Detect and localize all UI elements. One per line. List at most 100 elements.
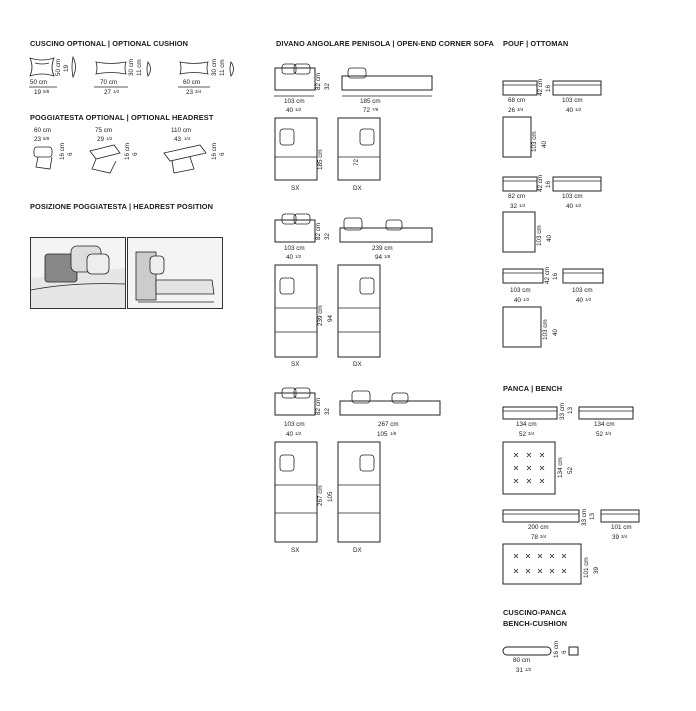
headrest-3-height: 16 cm	[211, 142, 218, 160]
pouf-1-plan-depth-in: 40	[541, 140, 548, 148]
bench-cushion-side	[568, 646, 579, 656]
bench-1-b-fr: 3/4	[605, 431, 612, 436]
sofa-2-left-width-in: 40	[286, 254, 294, 261]
pouf-1-front	[502, 80, 538, 96]
cushion-1-dim-line	[29, 86, 57, 88]
cushion-2-width: 70 cm	[100, 79, 118, 86]
bench-1-side	[578, 406, 634, 420]
sofa-3-length-fr: 1/8	[390, 431, 397, 436]
headrest-1-height-in: 6	[67, 152, 74, 156]
sofa-2-sx-label: SX	[291, 361, 300, 368]
pouf-2-plan-depth-in: 40	[546, 234, 553, 242]
sofa-1-plan-views	[274, 117, 381, 181]
sofa-1-front-view	[274, 63, 433, 91]
cushion-3-height: 30 cm	[211, 58, 218, 76]
bench-1-a: 134 cm	[516, 421, 537, 428]
pouf-2-plan	[502, 211, 536, 253]
sofa-2-length: 239 cm	[372, 245, 393, 252]
sofa-3-length: 267 cm	[378, 421, 399, 428]
cushion-3-side-icon	[229, 61, 234, 77]
sofa-1-sx-label: SX	[291, 185, 300, 192]
bench-2-b: 101 cm	[611, 524, 632, 531]
cushion-2-side-icon	[146, 61, 151, 77]
cushion-medium-icon	[179, 61, 209, 75]
sofa-1-left-width-fr: 1/2	[295, 107, 302, 112]
pouf-3-a-in: 40	[514, 297, 522, 304]
sofa-2-height: 82 cm	[315, 222, 322, 240]
pouf-1-height: 42 cm	[537, 78, 544, 96]
cushion-2-width-in: 27	[104, 89, 112, 96]
pouf-2-side	[552, 176, 602, 192]
headrest-section-title: POGGIATESTA OPTIONAL | OPTIONAL HEADREST	[30, 113, 214, 122]
cushion-2-dim-line	[94, 86, 128, 88]
cushion-3-width-fr: 3/4	[195, 89, 202, 94]
sofa-1-plan-depth-in: 72	[353, 158, 360, 166]
sofa-2-length-in: 94	[375, 254, 383, 261]
headrest-position-photo-2	[127, 237, 223, 309]
pouf-1-a-in: 26	[508, 107, 516, 114]
bench-2-b-in: 39	[612, 534, 620, 541]
sofa-section-title: DIVANO ANGOLARE PENISOLA | OPEN-END CORN…	[276, 39, 494, 48]
sofa-2-length-fr: 1/8	[384, 254, 391, 259]
headrest-small-icon	[33, 146, 53, 170]
pouf-3-b-in: 40	[576, 297, 584, 304]
sofa-1-length: 185 cm	[360, 98, 381, 105]
sofa-3-left-width-fr: 1/2	[295, 431, 302, 436]
sofa-3-height: 82 cm	[315, 397, 322, 415]
cushion-1-width-in: 19	[34, 89, 42, 96]
sofa-1-dx-label: DX	[353, 185, 362, 192]
bench-2-plan-depth: 101 cm	[583, 557, 590, 578]
cushion-3-width: 60 cm	[183, 79, 201, 86]
headrest-1-width: 60 cm	[34, 127, 52, 134]
pouf-3-plan	[502, 306, 542, 348]
bench-cushion-width: 80 cm	[513, 657, 531, 664]
cushion-square-icon	[29, 57, 55, 77]
pouf-3-height: 42 cm	[544, 266, 551, 284]
bench-1-plan-depth-in: 52	[567, 466, 574, 474]
headrest-2-height-in: 6	[132, 152, 139, 156]
cushion-2-depth: 11 cm	[136, 59, 143, 76]
cushion-rect-icon	[95, 61, 127, 75]
pouf-2-a: 82 cm	[508, 193, 526, 200]
sofa-1-length-in: 72	[363, 107, 371, 114]
sofa-1-height-in: 32	[324, 82, 331, 90]
bench-section-title: PANCA | BENCH	[503, 384, 563, 393]
pouf-section-title: POUF | OTTOMAN	[503, 39, 569, 48]
sofa-2-plan-depth-in: 94	[327, 314, 334, 322]
pouf-2-plan-depth: 103 cm	[536, 225, 543, 246]
headrest-3-width-in: 43	[174, 136, 182, 143]
pouf-3-side	[562, 268, 604, 284]
sofa-2-dx-label: DX	[353, 361, 362, 368]
sofa-1-left-width-in: 40	[286, 107, 294, 114]
pouf-3-height-in: 16	[552, 272, 559, 280]
bench-1-b-in: 52	[596, 431, 604, 438]
bench-2-tufting	[513, 553, 567, 574]
sofa-3-plan-depth-in: 105	[327, 491, 334, 502]
bench-1-tufting	[513, 452, 545, 484]
sofa-1-length-fr: 7/8	[372, 107, 379, 112]
cushion-2-height: 30 cm	[128, 58, 135, 76]
pouf-1-a: 68 cm	[508, 97, 526, 104]
bench-2-side	[600, 509, 640, 523]
pouf-2-b: 103 cm	[562, 193, 583, 200]
headrest-2-width-in: 29	[97, 136, 105, 143]
sofa-2-left-width: 103 cm	[284, 245, 305, 252]
cushion-3-depth: 11 cm	[219, 59, 226, 76]
bench-1-plan	[502, 441, 556, 495]
headrest-2-height: 16 cm	[124, 142, 131, 160]
bench-cushion-title-en: BENCH-CUSHION	[503, 619, 568, 628]
headrest-medium-icon	[89, 144, 121, 174]
sofa-3-length-in: 105	[377, 431, 388, 438]
bench-1-b: 134 cm	[594, 421, 615, 428]
bench-cushion-title-it: CUSCINO-PANCA	[503, 608, 567, 617]
pouf-1-b: 103 cm	[562, 97, 583, 104]
cushion-1-width-fr: 5/8	[43, 89, 50, 94]
pouf-3-b: 103 cm	[572, 287, 593, 294]
bench-cushion-width-fr: 1/2	[525, 667, 532, 672]
bench-2-height: 33 cm	[581, 508, 588, 526]
headrest-1-width-fr: 5/8	[43, 136, 50, 141]
pouf-3-a-fr: 1/2	[523, 297, 530, 302]
bench-1-height: 33 cm	[559, 402, 566, 420]
headrest-position-photo-1	[30, 237, 126, 309]
bench-2-a-fr: 3/4	[540, 534, 547, 539]
